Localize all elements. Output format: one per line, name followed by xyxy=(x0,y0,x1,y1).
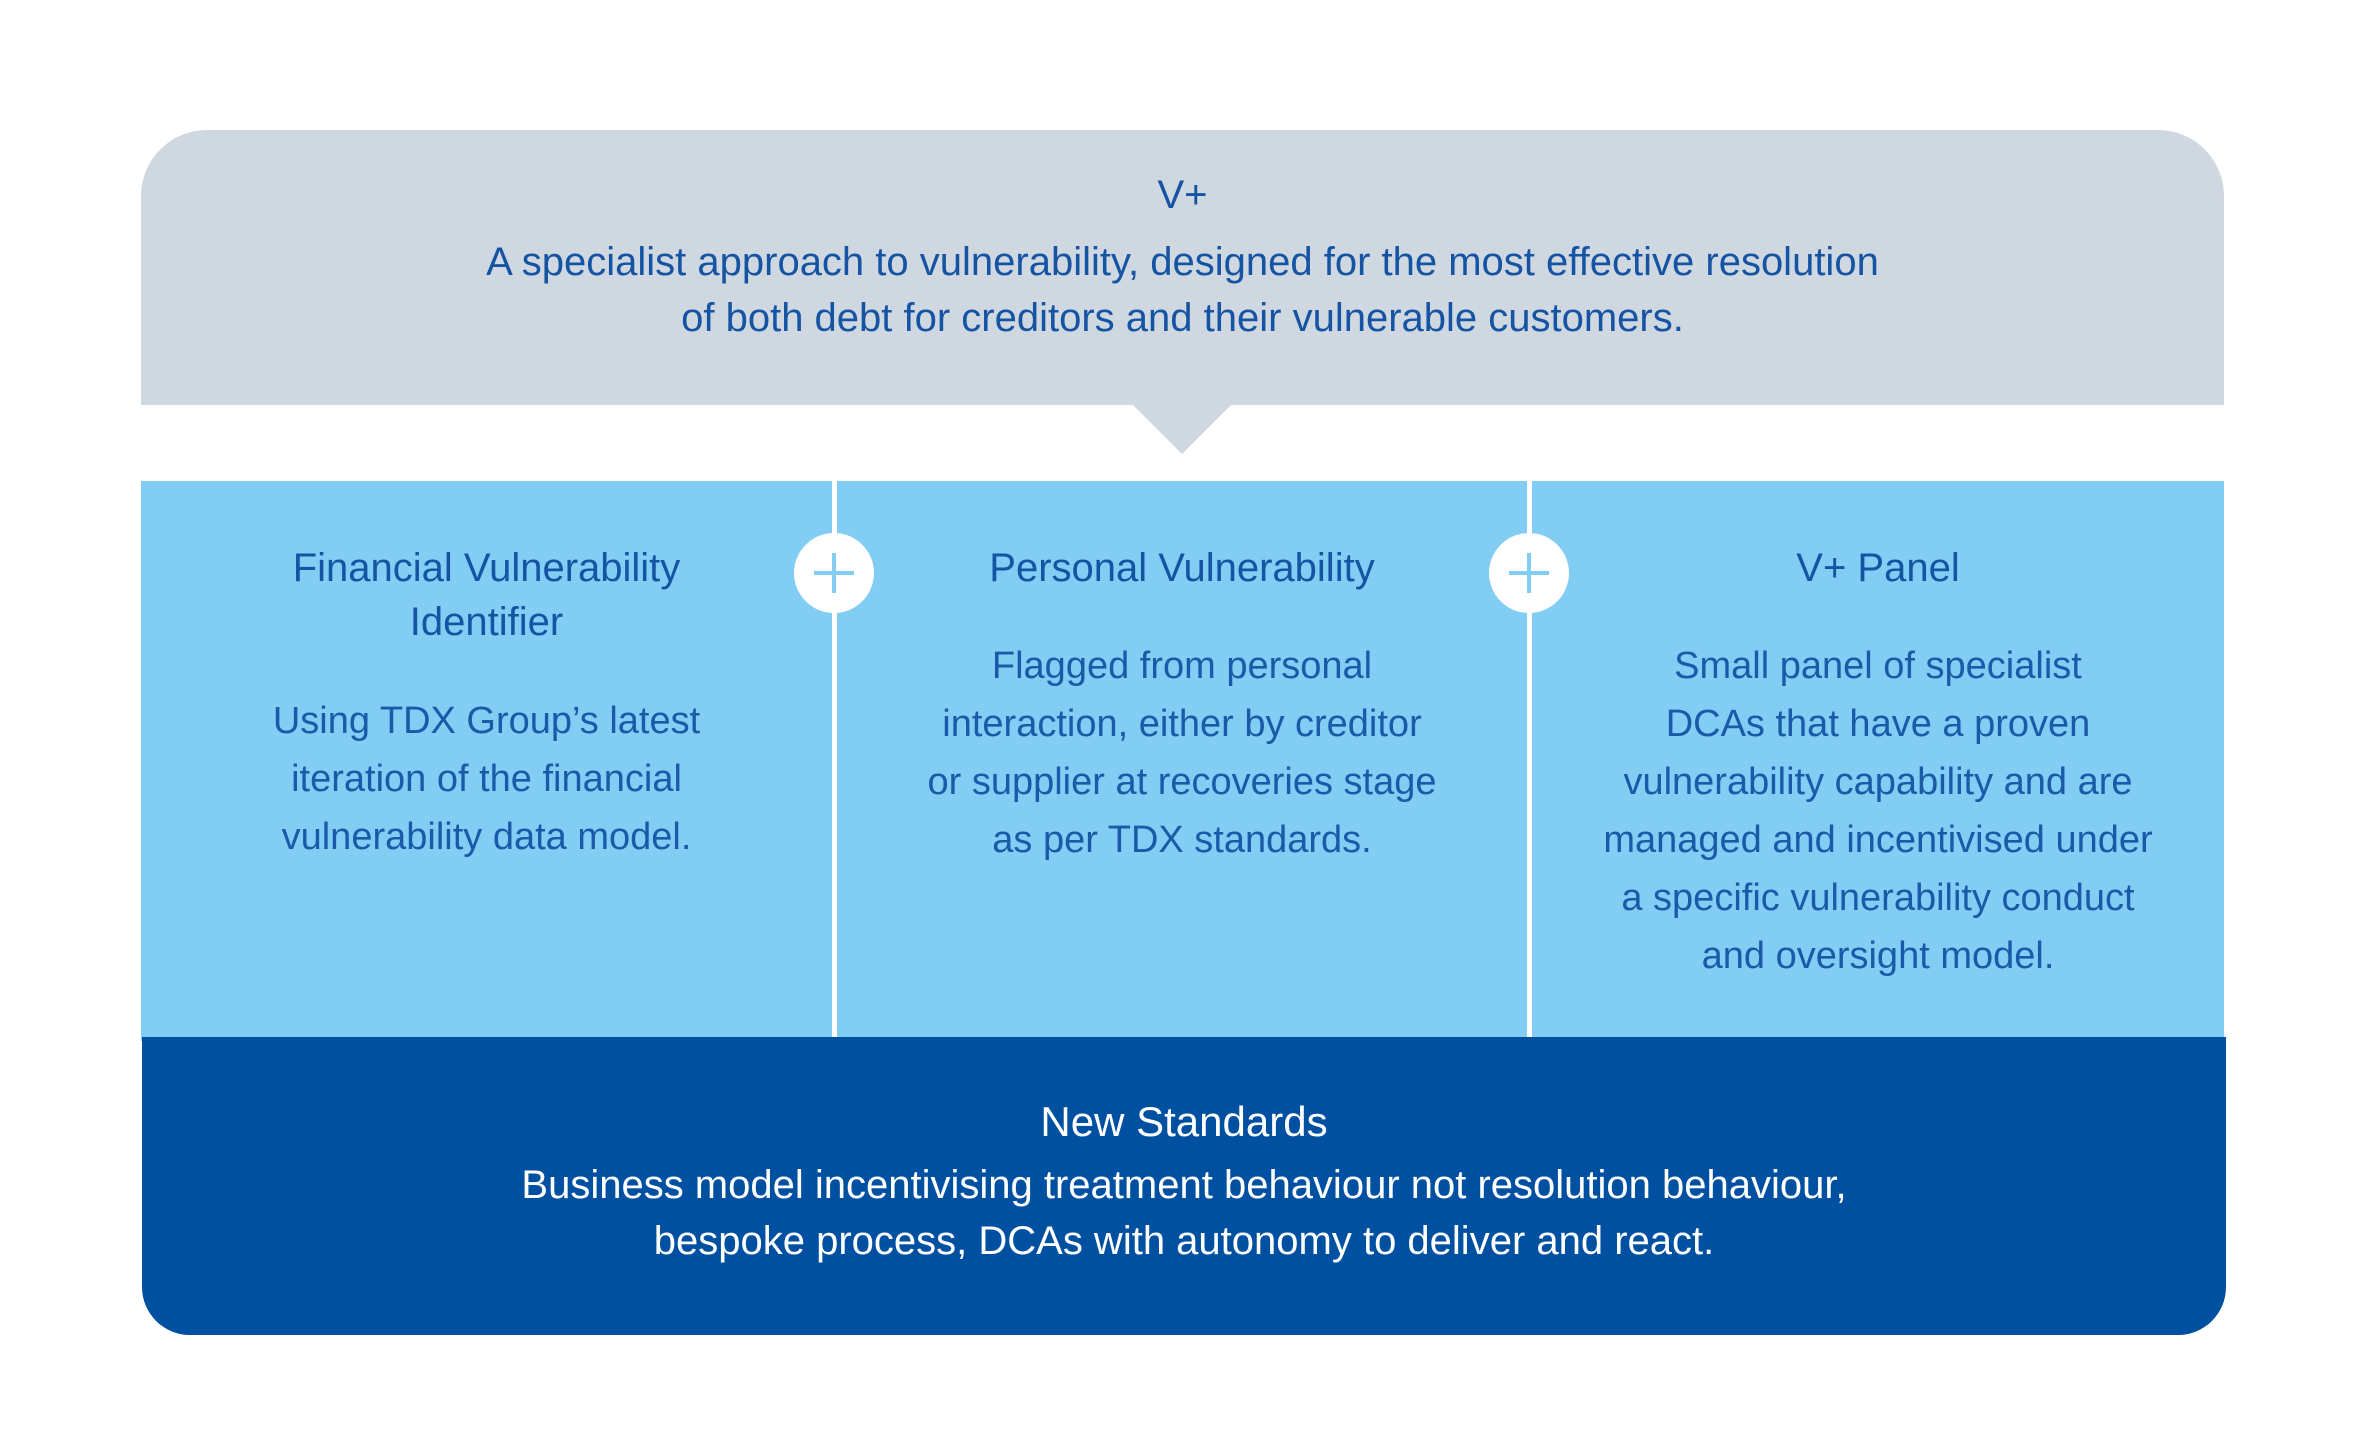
column-v-plus-panel: V+ Panel Small panel of specialist DCAs … xyxy=(1532,481,2224,1041)
column-divider xyxy=(1527,481,1532,1041)
column-title: Financial Vulnerability Identifier xyxy=(292,546,681,644)
v-plus-description: A specialist approach to vulnerability, … xyxy=(486,240,1879,340)
new-standards-panel xyxy=(142,1037,2226,1335)
column-title: Personal Vulnerability xyxy=(989,546,1375,590)
column-body: Flagged from personal interaction, eithe… xyxy=(927,645,1437,861)
column-body: Using TDX Group’s latest iteration of th… xyxy=(272,700,701,858)
plus-icon xyxy=(1489,533,1569,613)
column-body: Small panel of specialist DCAs that have… xyxy=(1603,645,2153,977)
components-row: Financial Vulnerability Identifier Using… xyxy=(141,481,2224,1041)
v-plus-panel xyxy=(141,130,2224,405)
v-plus-title: V+ xyxy=(1157,173,1208,217)
column-title: V+ Panel xyxy=(1796,546,1960,590)
plus-icon xyxy=(794,533,874,613)
new-standards-description: Business model incentivising treatment b… xyxy=(521,1163,1847,1263)
column-financial-vulnerability: Financial Vulnerability Identifier Using… xyxy=(141,481,832,1041)
down-pointer-arrow xyxy=(1132,404,1232,454)
column-personal-vulnerability: Personal Vulnerability Flagged from pers… xyxy=(837,481,1527,1041)
column-divider xyxy=(832,481,837,1041)
new-standards-title: New Standards xyxy=(1040,1098,1328,1145)
